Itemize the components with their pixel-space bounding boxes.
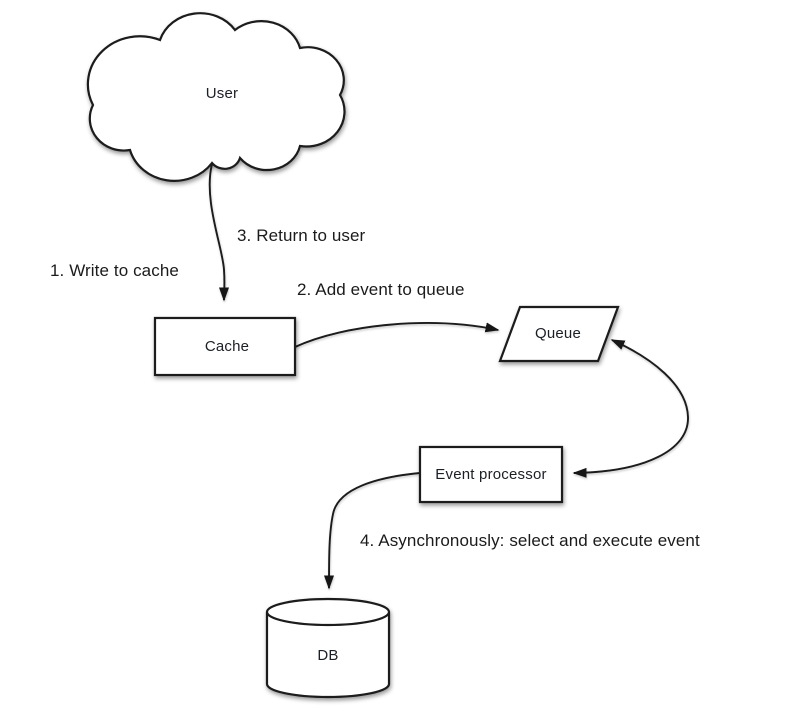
arrow-queue-event-processor xyxy=(572,339,689,478)
arrow-event-processor-to-db xyxy=(324,472,421,590)
event-processor-box xyxy=(418,445,564,504)
step2-label: 2. Add event to queue xyxy=(297,280,465,299)
cache-box xyxy=(153,316,297,377)
db-node-label: DB xyxy=(317,647,339,664)
user-cloud xyxy=(86,12,346,182)
step3-label: 3. Return to user xyxy=(237,226,366,245)
user-node-label: User xyxy=(205,85,239,102)
db-cylinder xyxy=(265,597,391,699)
arrow-cache-to-queue xyxy=(294,322,500,348)
queue-parallelogram xyxy=(498,305,620,363)
event-processor-node-label: Event processor xyxy=(435,466,547,483)
step1-label: 1. Write to cache xyxy=(50,261,179,280)
cache-node-label: Cache xyxy=(204,338,250,355)
step4-label: 4. Asynchronously: select and execute ev… xyxy=(360,531,700,550)
queue-node-label: Queue xyxy=(534,325,582,342)
arrow-user-to-cache xyxy=(208,163,230,302)
